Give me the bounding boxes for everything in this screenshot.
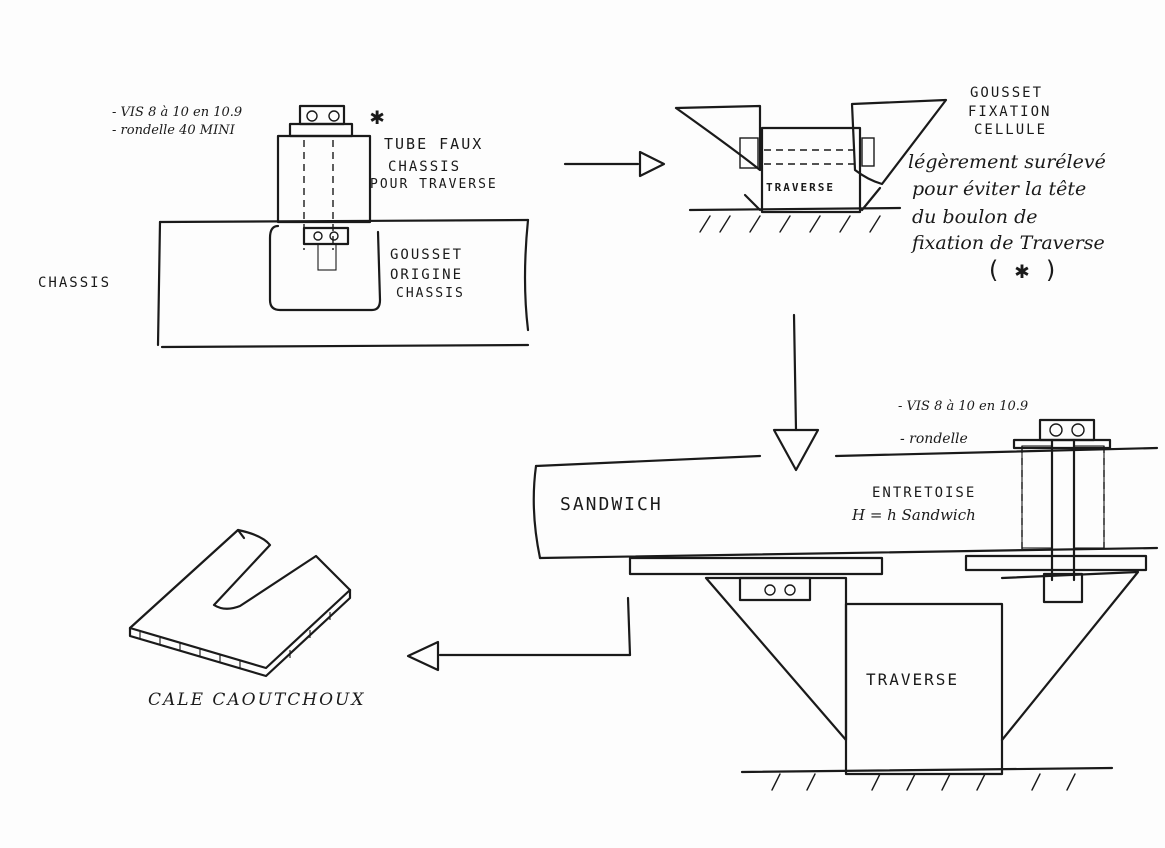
asterisk-icon: ✱	[370, 102, 385, 130]
note-line-3: du boulon de	[912, 206, 1038, 228]
note-line-2: pour éviter la tête	[912, 178, 1087, 200]
label-chassis: CHASSIS	[38, 275, 112, 291]
gousset-origine	[268, 224, 382, 312]
bottom-nut	[302, 226, 350, 271]
label-vis-top: - VIS 8 à 10 en 10.9	[112, 105, 243, 120]
label-gousset-fixation-3: CELLULE	[974, 122, 1048, 138]
note-asterisk: ( ✱ )	[986, 256, 1059, 284]
label-entretoise-height: H = h Sandwich	[852, 506, 976, 524]
gousset-big	[704, 570, 1140, 776]
label-entretoise: ENTRETOISE	[872, 485, 977, 501]
sandwich-bolt-head	[1012, 418, 1112, 450]
label-gousset-fixation-1: GOUSSET	[970, 85, 1044, 101]
label-tube-2: CHASSIS	[388, 159, 462, 175]
label-gousset-origine-1: GOUSSET	[390, 247, 464, 263]
top-bolt-head	[288, 104, 354, 138]
cale-caoutchoux	[128, 528, 352, 678]
arrow-down	[772, 313, 820, 472]
arrow-left	[406, 596, 632, 672]
label-gousset-origine-3: CHASSIS	[396, 286, 465, 301]
label-rondelle-top: - rondelle 40 MINI	[112, 123, 235, 138]
label-traverse-big: TRAVERSE	[866, 670, 960, 689]
base-plates	[628, 554, 1148, 576]
label-sandwich: SANDWICH	[560, 494, 663, 515]
gousset-fixation-small	[674, 98, 948, 233]
tube-faux-chassis	[276, 134, 372, 250]
ground-line	[740, 766, 1114, 791]
label-traverse-small: TRAVERSE	[766, 181, 835, 194]
entretoise	[1021, 438, 1105, 582]
label-cale-caoutchoux: CALE CAOUTCHOUX	[148, 690, 366, 710]
label-rondelle-sandwich: - rondelle	[900, 431, 968, 447]
note-line-4: fixation de Traverse	[912, 232, 1105, 254]
label-tube-1: TUBE FAUX	[384, 135, 484, 153]
arrow-right	[563, 150, 666, 178]
note-line-1: légèrement surélevé	[908, 151, 1106, 173]
label-tube-3: POUR TRAVERSE	[370, 177, 498, 192]
chassis-beam	[156, 218, 530, 349]
label-gousset-fixation-2: FIXATION	[968, 104, 1052, 120]
label-vis-sandwich: - VIS 8 à 10 en 10.9	[898, 399, 1029, 414]
label-gousset-origine-2: ORIGINE	[390, 267, 464, 283]
